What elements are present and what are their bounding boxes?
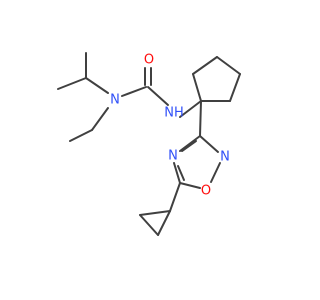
bond-ethyl-ch2-ch3 [69, 129, 93, 142]
bond-cyclopropyl-2 [139, 214, 159, 236]
bond-isopropyl-ch3-left [57, 77, 87, 90]
bond-cyclopropyl-1 [157, 210, 171, 236]
atom-label-oxadiazole-o1: O [201, 184, 211, 199]
atom-label-oxadiazole-n2: N [220, 150, 230, 165]
bond-oxadiazole-n2-o1 [210, 162, 221, 183]
bond-cyclopentane-1 [192, 73, 202, 102]
bond-quaternary-oxadiazole [199, 100, 202, 137]
atom-label-carbonyl-oxygen: O [144, 53, 154, 68]
atom-label-amide-nitrogen: NH [164, 106, 184, 121]
bond-ethyl-n-ch2 [91, 107, 109, 131]
bond-oxadiazole-c5-o1 [179, 182, 201, 189]
bond-cyclopropyl-3 [139, 210, 171, 216]
bond-oxadiazole-c3-n2 [199, 135, 219, 153]
atom-label-oxadiazole-n4: N [168, 149, 178, 164]
bond-c5-cyclopropyl [169, 182, 181, 212]
bond-oxadiazole-c5-n4-double [177, 165, 185, 181]
bond-cyclopentane-4 [229, 73, 241, 102]
bond-oxadiazole-c3-n4-double [181, 140, 197, 152]
bond-oxadiazole-n4-c5 [173, 162, 181, 184]
bond-n-carbonyl-c [121, 86, 147, 97]
molecule-structure: O N NH N N O [57, 52, 241, 236]
bond-carbonyl-c-nh [147, 86, 169, 106]
bond-oxadiazole-c3-n4 [179, 135, 201, 152]
bond-nh-quaternary-c [179, 100, 202, 118]
bond-cyclopentane-3 [216, 56, 241, 75]
bond-isopropyl-to-n [85, 77, 109, 94]
bond-cyclopentane-2 [192, 56, 218, 75]
atom-label-amine-nitrogen: N [110, 93, 120, 108]
